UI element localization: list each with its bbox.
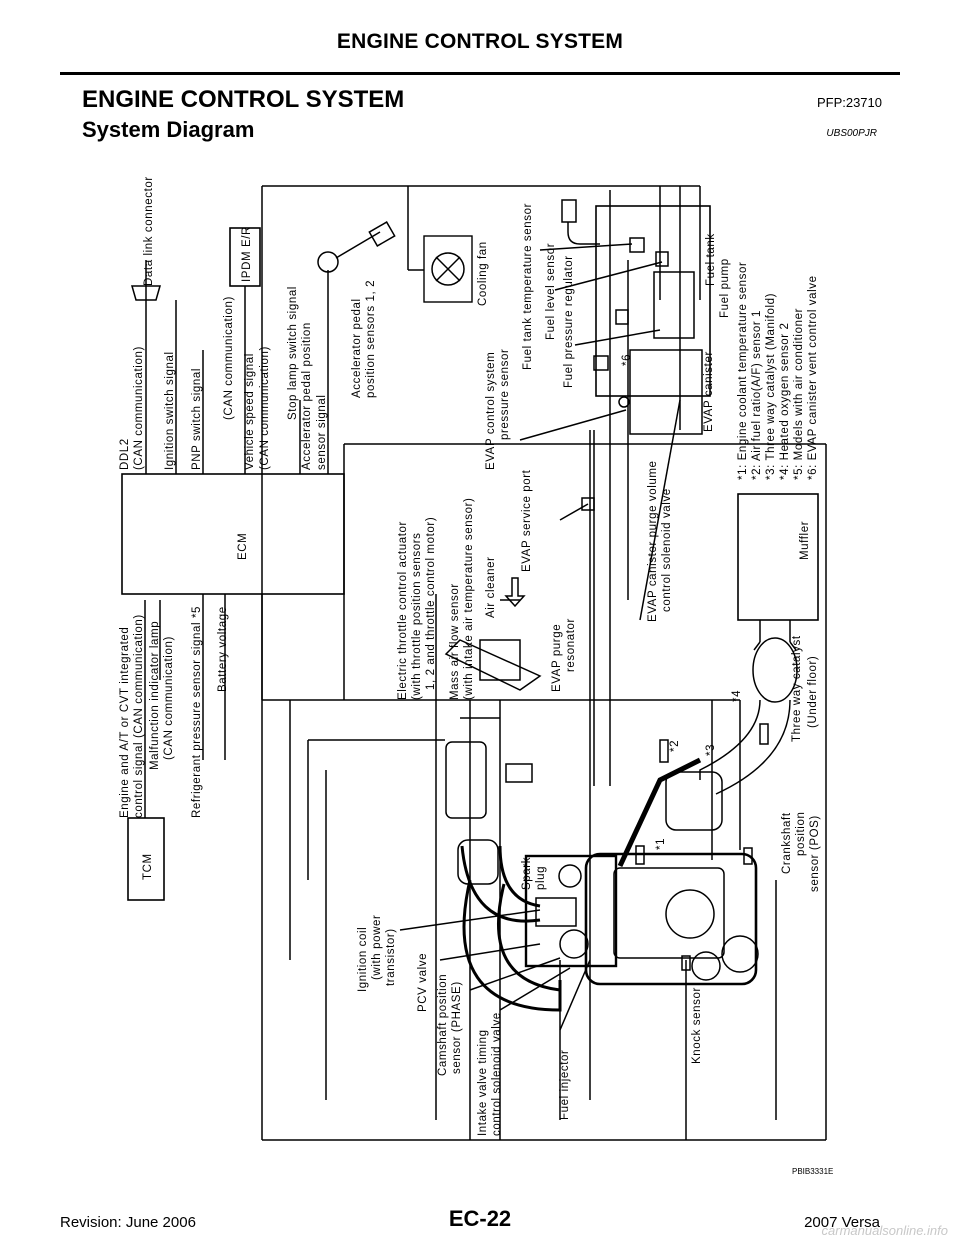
evap-canister: [629, 349, 703, 435]
throttle-body: [445, 741, 487, 819]
note-2: *2: Air fuel ratio(A/F) sensor 1: [751, 310, 763, 480]
note-6: *6: EVAP canister vent control valve: [807, 275, 819, 480]
ivt-label: Intake valve timing: [477, 1029, 489, 1136]
can-comm-label: (CAN communication): [223, 296, 235, 420]
maf-label-2: (with intake air temperature sensor): [463, 498, 475, 700]
revision-date: Revision: June 2006: [60, 1214, 196, 1231]
watermark: carmanualsonline.info: [821, 1223, 948, 1238]
evap-purge-valve-label: EVAP canister purge volume: [647, 460, 659, 622]
ckp-label: Crankshaft: [781, 812, 793, 874]
evap-pressure-label-2: pressure sensor: [499, 349, 511, 440]
fuel-tank: [595, 205, 711, 397]
ignition-coil-label-3: transistor): [385, 928, 397, 986]
ckp-label-3: sensor (POS): [809, 815, 821, 892]
marker-3: *3: [705, 744, 717, 756]
cooling-fan-label: Cooling fan: [477, 241, 489, 306]
spark-plug-label-2: plug: [535, 866, 547, 890]
tcm-label: TCM: [142, 853, 154, 880]
twc-label: Three way catalyst: [791, 635, 803, 742]
manifold-catalyst: [665, 771, 723, 831]
muffler-label: Muffler: [799, 521, 811, 560]
app-sensor-label-2: position sensors 1, 2: [365, 280, 377, 398]
section-code: PFP:23710: [816, 95, 882, 110]
ivt-label-2: control solenoid valve: [491, 1012, 503, 1136]
vss-label: Vehicle speed signal: [244, 353, 256, 470]
spark-plug-label: Spark: [521, 857, 533, 890]
pcv-valve-label: PCV valve: [417, 953, 429, 1012]
maf-label: Mass air flow sensor: [449, 583, 461, 700]
fuel-pump-label: Fuel pump: [719, 258, 731, 318]
running-header: ENGINE CONTROL SYSTEM: [336, 30, 624, 53]
battery-label: Battery voltage: [217, 606, 229, 692]
evap-canister-label: EVAP canister: [703, 351, 715, 432]
fuel-injector-label: Fuel injector: [559, 1050, 571, 1120]
vss-label-2: (CAN communication): [259, 346, 271, 470]
app-sensor-label: Accelerator pedal: [351, 298, 363, 398]
evap-purge-valve-label-2: control solenoid valve: [661, 488, 673, 612]
diagram-wiring: [121, 185, 827, 1141]
mil-label-2: (CAN communication): [163, 636, 175, 760]
etc-label: Electric throttle control actuator: [397, 521, 409, 700]
ckp-label-2: position: [795, 812, 807, 856]
air-cleaner-label: Air cleaner: [485, 556, 497, 618]
note-4: *4: Heated oxygen sensor 2: [779, 322, 791, 480]
engine-at-label: Engine and A/T or CVT integrated: [119, 627, 131, 818]
stop-lamp-label: Stop lamp switch signal: [287, 286, 299, 420]
ecm-label: ECM: [237, 533, 249, 560]
page-number: EC-22: [448, 1206, 512, 1231]
mil-label: Malfunction indicator lamp: [149, 621, 161, 770]
ddl2-label: DDL2: [119, 438, 131, 470]
evap-pressure-label: EVAP control system: [485, 352, 497, 470]
marker-4: *4: [731, 690, 743, 702]
ecm-box: [121, 473, 345, 595]
note-5: *5: Models with air conditioner: [793, 308, 805, 480]
ignition-coil-label-2: (with power: [371, 915, 383, 980]
tcm-box: [127, 817, 165, 901]
app-signal-label-2: sensor signal: [316, 394, 328, 470]
twc-label-2: (Under floor): [807, 656, 819, 728]
ignition-switch-label: Ignition switch signal: [164, 351, 176, 470]
vehicle-model: 2007 Versa: [804, 1214, 880, 1231]
ddl2-label-2: (CAN communication): [133, 346, 145, 470]
figure-code: PBIB3331E: [792, 1167, 834, 1176]
evap-service-label: EVAP service port: [521, 469, 533, 572]
three-way-catalyst: [752, 637, 798, 703]
marker-6: *6: [621, 354, 633, 366]
data-link-label: Data link connector: [143, 176, 155, 286]
knock-sensor-label: Knock sensor: [691, 987, 703, 1064]
ignition-coil-label: Ignition coil: [357, 927, 369, 992]
marker-1: *1: [655, 838, 667, 850]
fuel-temp-label: Fuel tank temperature sensor: [522, 203, 534, 370]
app-signal-label: Accelerator pedal position: [301, 322, 313, 470]
engine-block: [584, 852, 758, 986]
subsection-code: UBS00PJR: [826, 128, 877, 139]
diagram-labels: TCM ECM IPDM E/R Engine and A/T or CVT i…: [119, 176, 821, 1136]
etc-label-2: (with throttle position sensors: [411, 532, 423, 700]
pnp-label: PNP switch signal: [191, 368, 203, 470]
evap-resonator-label-2: resonator: [565, 618, 577, 672]
subsection-title: System Diagram: [82, 117, 255, 142]
etc-label-3: 1, 2 and throttle control motor): [425, 517, 437, 690]
header-rule: [60, 72, 900, 75]
fuel-regulator-label: Fuel pressure regulator: [563, 255, 575, 388]
marker-2: *2: [669, 740, 681, 752]
evap-resonator-label: EVAP purge: [551, 624, 563, 692]
note-1: *1: Engine coolant temperature sensor: [737, 262, 749, 480]
ipdm-label: IPDM E/R: [241, 226, 253, 282]
note-3: *3: Three way catalyst (Manifold): [765, 293, 777, 480]
cmp-label: Camshaft position: [437, 974, 449, 1076]
engine-at-label-2: control signal (CAN communication): [133, 614, 145, 818]
fuel-tank-label: Fuel tank: [705, 233, 717, 286]
refrigerant-label: Refrigerant pressure sensor signal *5: [191, 606, 203, 818]
cmp-label-2: sensor (PHASE): [451, 981, 463, 1074]
fuel-level-label: Fuel level sensor: [545, 243, 557, 340]
muffler: [737, 493, 819, 621]
section-title: ENGINE CONTROL SYSTEM: [82, 86, 405, 113]
